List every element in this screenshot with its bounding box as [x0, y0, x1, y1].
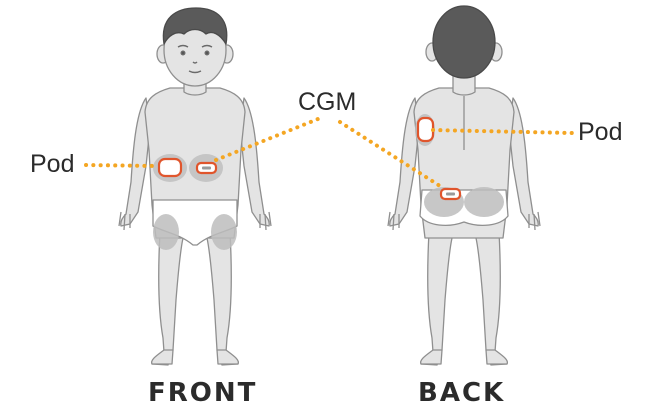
back-caption: BACK: [418, 380, 505, 406]
pod-label-back: Pod: [578, 120, 622, 145]
front-right-leg: [207, 232, 238, 365]
back-left-leg: [421, 232, 452, 365]
front-pod-device: [159, 159, 181, 176]
cgm-label: CGM: [298, 90, 356, 115]
back-right-leg: [476, 232, 507, 365]
back-figure: [388, 6, 540, 365]
front-left-leg: [152, 232, 183, 365]
back-right-foot: [486, 350, 507, 364]
pod-label-front: Pod: [30, 152, 74, 177]
front-thigh-zone-right: [211, 214, 237, 250]
front-caption: FRONT: [148, 380, 257, 406]
front-left-foot: [152, 350, 173, 364]
back-buttock-zone-right: [464, 187, 504, 217]
back-left-foot: [421, 350, 442, 364]
front-figure: [119, 8, 271, 365]
back-pod-device: [418, 118, 433, 141]
front-right-foot: [217, 350, 238, 364]
back-head: [433, 6, 495, 78]
front-thigh-zone-left: [153, 214, 179, 250]
leader-pod-front: [86, 165, 157, 166]
